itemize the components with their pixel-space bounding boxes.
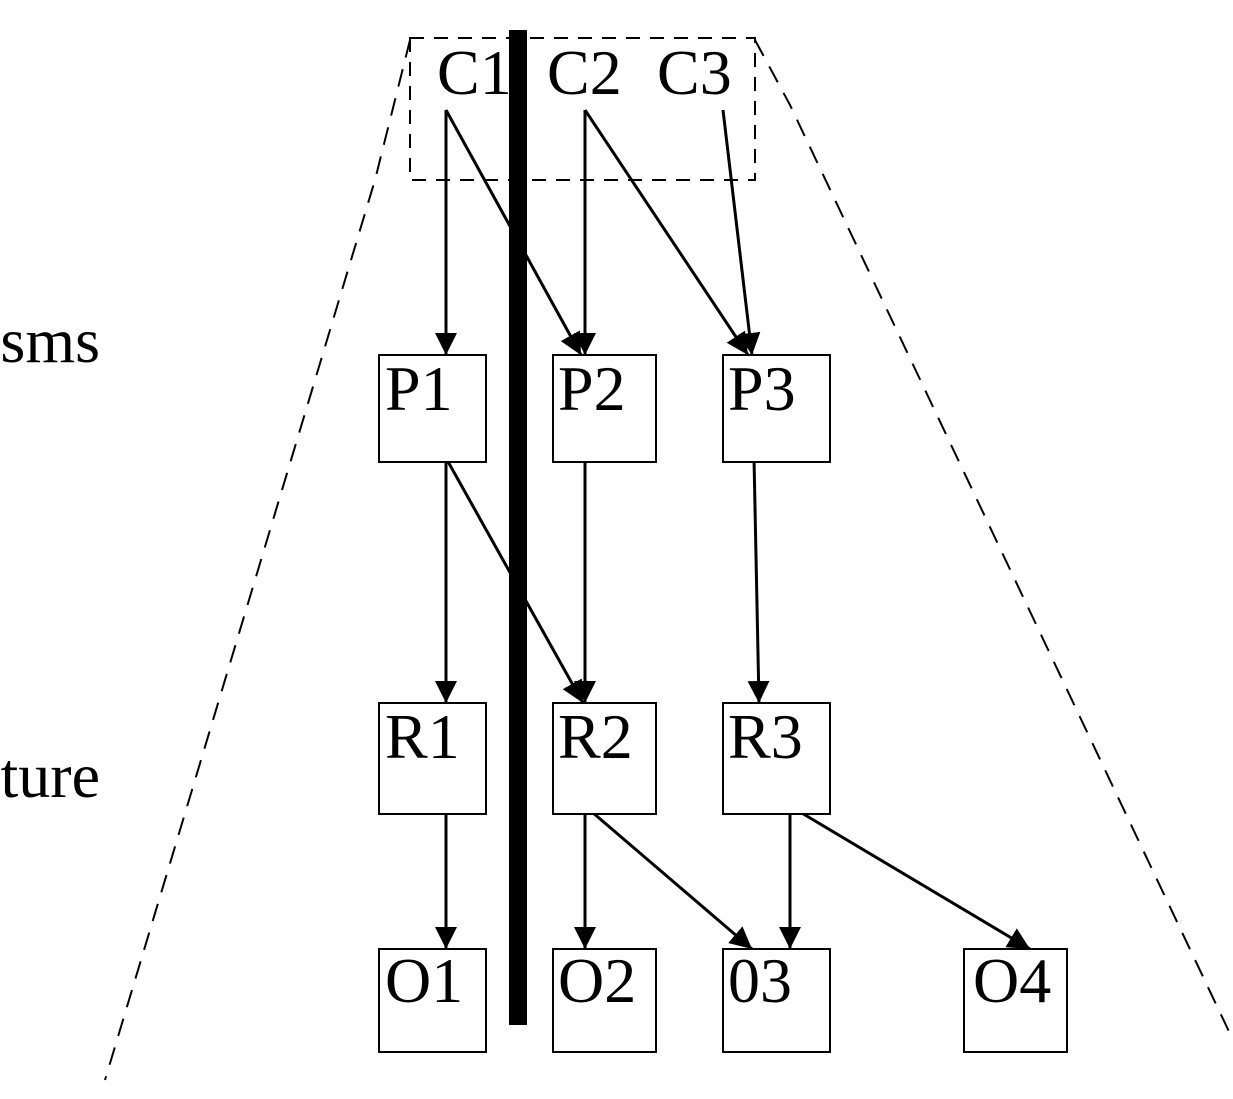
edge-r3-o4 bbox=[789, 804, 1031, 951]
dashed-outline-left bbox=[104, 39, 411, 1081]
node-r1: R1 bbox=[378, 701, 487, 815]
node-p1: P1 bbox=[378, 353, 487, 463]
svg-text:R3: R3 bbox=[728, 701, 803, 772]
node-o3: 03 bbox=[722, 945, 831, 1053]
edge-p3-r3 bbox=[747, 457, 770, 704]
svg-text:O1: O1 bbox=[385, 945, 463, 1016]
node-r3: R3 bbox=[722, 701, 831, 815]
group-label-c3: C3 bbox=[657, 37, 732, 108]
svg-text:O2: O2 bbox=[558, 945, 636, 1016]
edges bbox=[435, 109, 1031, 951]
svg-text:03: 03 bbox=[728, 945, 792, 1016]
side-label-architecture: cture bbox=[0, 740, 100, 811]
svg-text:P2: P2 bbox=[558, 353, 626, 424]
node-p2: P2 bbox=[552, 353, 657, 463]
edge-r2-o3 bbox=[584, 804, 753, 951]
group-box bbox=[409, 37, 756, 181]
group-label-c2: C2 bbox=[547, 37, 622, 108]
edge-c3-p3 bbox=[721, 109, 761, 356]
side-label-mechanisms: isms bbox=[0, 305, 100, 376]
svg-text:P3: P3 bbox=[728, 353, 796, 424]
svg-text:P1: P1 bbox=[385, 353, 453, 424]
edge-c2-p3 bbox=[583, 109, 750, 356]
svg-text:O4: O4 bbox=[973, 945, 1051, 1016]
node-p3: P3 bbox=[722, 353, 831, 463]
node-o1: O1 bbox=[378, 945, 487, 1053]
divider-bar bbox=[509, 30, 527, 1025]
node-o4: O4 bbox=[963, 945, 1068, 1053]
svg-text:R2: R2 bbox=[558, 701, 633, 772]
group-label-c1: C1 bbox=[437, 37, 512, 108]
node-o2: O2 bbox=[552, 945, 657, 1053]
svg-text:R1: R1 bbox=[385, 701, 460, 772]
node-r2: R2 bbox=[552, 701, 657, 815]
dashed-outline-right bbox=[754, 39, 1233, 1041]
